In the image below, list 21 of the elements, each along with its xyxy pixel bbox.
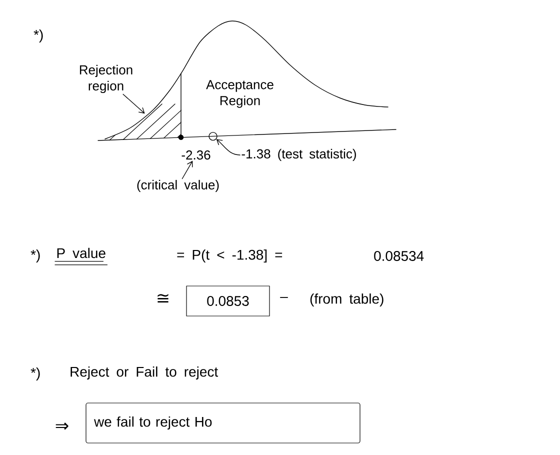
heading-text: P value bbox=[57, 248, 106, 258]
item-marker: *) bbox=[34, 29, 43, 43]
leader-arrow bbox=[182, 160, 193, 180]
value-label: -1.38 (test statistic) bbox=[242, 148, 356, 162]
item-marker: *) bbox=[30, 249, 40, 263]
equation-text: = P(t < -1.38] = bbox=[177, 249, 282, 263]
note-text: (from table) bbox=[310, 293, 384, 307]
leader-arrow bbox=[216, 139, 240, 156]
leader-arrow bbox=[122, 94, 145, 114]
annotation-text: Rejection region bbox=[80, 64, 132, 94]
boxed-value: 0.0853 bbox=[186, 286, 270, 316]
annotation-text: (critical value) bbox=[137, 180, 219, 192]
question-text: Reject or Fail to reject bbox=[70, 366, 218, 380]
boxed-conclusion: we fail to reject Ho bbox=[86, 402, 360, 444]
circle-marker bbox=[208, 132, 218, 141]
approx-sign: ≅ bbox=[158, 294, 168, 303]
implies-arrow: ⇒ bbox=[56, 422, 68, 430]
value-text: 0.08534 bbox=[374, 251, 424, 261]
region-label: Acceptance Region bbox=[206, 80, 274, 108]
item-marker: *) bbox=[30, 367, 40, 381]
value-label: -2.36 bbox=[182, 150, 210, 160]
